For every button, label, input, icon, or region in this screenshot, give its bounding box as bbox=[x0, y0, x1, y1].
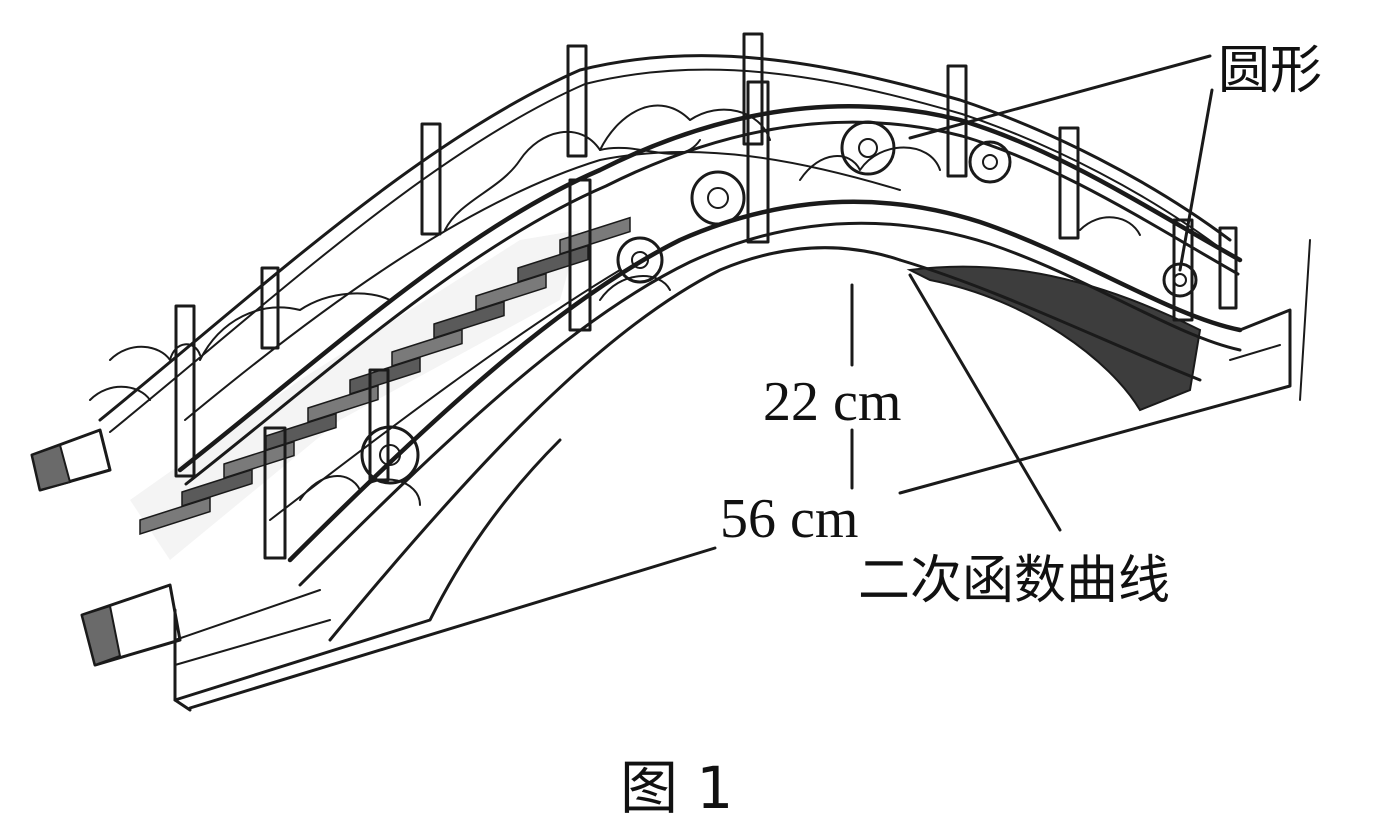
front-posts bbox=[174, 80, 1194, 560]
stairs bbox=[130, 216, 631, 560]
front-railing bbox=[89, 80, 1243, 560]
parabola-leader-line bbox=[908, 273, 1062, 532]
back-cloud-panels bbox=[444, 104, 771, 231]
circle-leader-line bbox=[908, 54, 1212, 140]
arch-body bbox=[30, 199, 1311, 712]
back-posts bbox=[260, 32, 1238, 350]
stair-step bbox=[559, 216, 631, 256]
height-label: 22 cm bbox=[763, 371, 901, 433]
scroll-ornaments bbox=[299, 120, 1198, 506]
front-cloud-panels bbox=[89, 292, 391, 401]
figure-caption: 图 1 bbox=[620, 754, 733, 822]
circle-leader-line-2 bbox=[1178, 88, 1214, 272]
arch-shadow bbox=[906, 265, 1202, 412]
parabola-label: 二次函数曲线 bbox=[858, 551, 1170, 611]
annotations bbox=[188, 54, 1292, 710]
back-railing bbox=[98, 32, 1238, 433]
circle-label: 圆形 bbox=[1218, 41, 1322, 101]
span-dimension-line-right bbox=[898, 384, 1292, 495]
span-dimension-line-left bbox=[188, 546, 717, 710]
span-label: 56 cm bbox=[720, 488, 858, 550]
